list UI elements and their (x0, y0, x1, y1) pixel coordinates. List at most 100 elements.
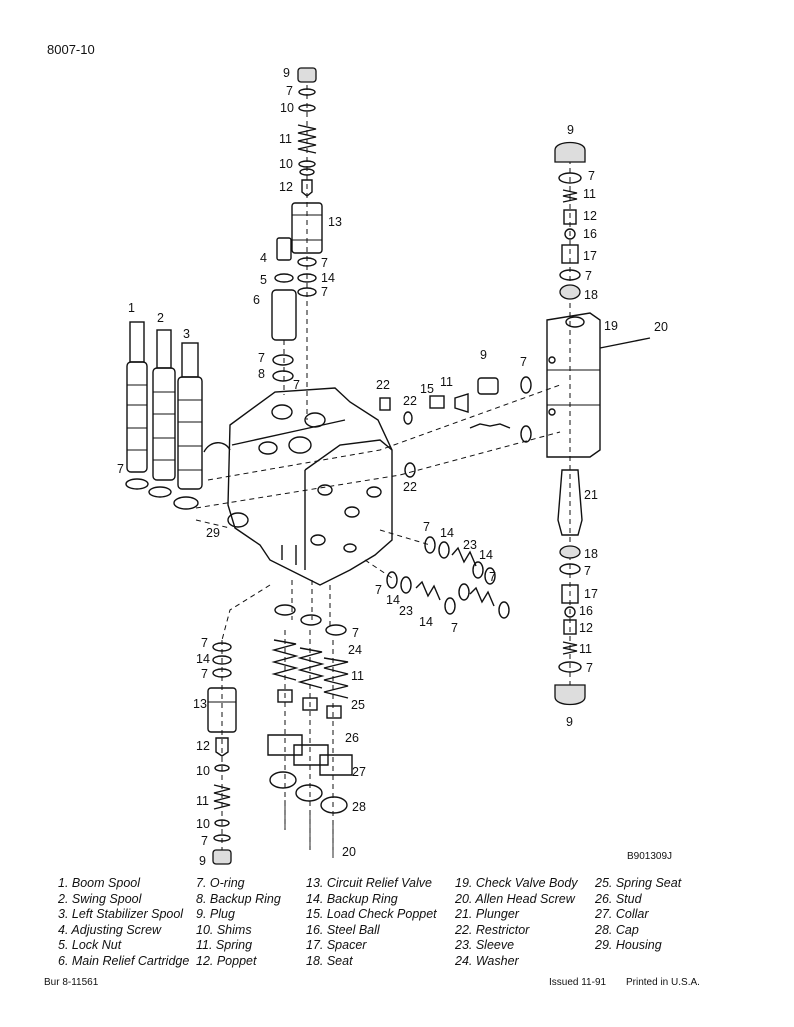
legend-column-5: 25. Spring Seat 26. Stud 27. Collar 28. … (595, 876, 681, 954)
callout: 14 (321, 271, 335, 285)
callout: 7 (321, 285, 328, 299)
legend-item: 12. Poppet (196, 953, 257, 968)
legend-item: 2. Swing Spool (58, 891, 142, 906)
issue-date: Issued 11-91 (549, 977, 607, 988)
callout: 9 (567, 123, 574, 137)
callout: 7 (584, 564, 591, 578)
callout: 16 (579, 604, 593, 618)
callout: 29 (206, 526, 220, 540)
callout: 22 (403, 480, 417, 494)
callout: 22 (376, 378, 390, 392)
callout: 14 (196, 652, 210, 666)
callout: 20 (654, 320, 668, 334)
legend-item: 1. Boom Spool (58, 876, 140, 890)
callout: 19 (604, 319, 618, 333)
parts-legend: 1. Boom Spool 2. Swing Spool 3. Left Sta… (58, 876, 738, 972)
page-code: 8007-10 (47, 42, 95, 57)
legend-item: 27. Collar (595, 907, 649, 922)
legend-item: 5. Lock Nut (58, 938, 122, 953)
callout: 14 (419, 615, 433, 629)
callout: 2 (157, 311, 164, 325)
callout: 12 (279, 180, 293, 194)
legend-item: 13. Circuit Relief Valve (306, 876, 432, 890)
callout: 10 (280, 101, 294, 115)
callout: 3 (183, 327, 190, 341)
callout: 10 (279, 157, 293, 171)
circuit-relief-parts-drawing (386, 536, 510, 619)
callout: 18 (584, 288, 598, 302)
callout: 1 (128, 301, 135, 315)
callout: 23 (463, 538, 477, 552)
callout: 20 (342, 845, 356, 859)
callout: 7 (423, 520, 430, 534)
callout: 9 (283, 66, 290, 80)
callout: 6 (253, 293, 260, 307)
bur-number: Bur 8-11561 (44, 977, 99, 988)
spool-1-drawing (126, 321, 148, 473)
bottom-relief-stacks-drawing (267, 604, 353, 858)
callout: 13 (193, 697, 207, 711)
legend-item: 6. Main Relief Cartridge (58, 953, 190, 968)
callout: 23 (399, 604, 413, 618)
callout: 12 (583, 209, 597, 223)
callout: 11 (279, 132, 292, 146)
legend-item: 4. Adjusting Screw (58, 922, 162, 937)
check-valve-body-drawing (546, 312, 651, 458)
legend-item: 29. Housing (595, 938, 662, 953)
legend-column-1: 1. Boom Spool 2. Swing Spool 3. Left Sta… (58, 876, 189, 970)
callout: 25 (351, 698, 365, 712)
legend-item: 16. Steel Ball (306, 922, 380, 937)
callout: 7 (201, 636, 208, 650)
callout: 14 (386, 593, 400, 607)
callout: 7 (201, 834, 208, 848)
callout: 16 (583, 227, 597, 241)
legend-item: 23. Sleeve (455, 938, 515, 953)
callout: 28 (352, 800, 366, 814)
callout: 15 (420, 382, 434, 396)
callout: 13 (328, 215, 342, 229)
callout: 7 (321, 256, 328, 270)
callout: 4 (260, 251, 267, 265)
callout: 14 (440, 526, 454, 540)
spool-2-drawing (152, 329, 176, 481)
callout: 7 (489, 570, 496, 584)
callout: 7 (588, 169, 595, 183)
callout: 7 (586, 661, 593, 675)
callout: 7 (451, 621, 458, 635)
callout: 12 (579, 621, 593, 635)
figure-reference-code: B901309J (627, 851, 673, 862)
callout: 5 (260, 273, 267, 287)
legend-item: 10. Shims (196, 922, 252, 937)
callout: 26 (345, 731, 359, 745)
callout: 7 (293, 378, 300, 392)
callout: 22 (403, 394, 417, 408)
callout-labels: 9 7 10 11 10 12 13 4 5 6 7 14 7 1 2 3 7 … (117, 66, 668, 868)
legend-item: 22. Restrictor (455, 922, 530, 937)
legend-item: 25. Spring Seat (595, 876, 682, 890)
callout: 11 (351, 669, 364, 683)
spool-3-drawing (177, 342, 203, 490)
callout: 24 (348, 643, 362, 657)
callout: 10 (196, 764, 210, 778)
legend-item: 18. Seat (306, 953, 353, 968)
legend-column-4: 19. Check Valve Body 20. Allen Head Scre… (455, 876, 578, 970)
callout: 7 (286, 84, 293, 98)
callout: 7 (117, 462, 124, 476)
right-upper-stack-drawing (554, 141, 586, 300)
legend-column-2: 7. O-ring 8. Backup Ring 9. Plug 10. Shi… (196, 876, 281, 970)
legend-item: 14. Backup Ring (306, 891, 398, 906)
legend-item: 15. Load Check Poppet (306, 907, 437, 922)
callout: 7 (258, 351, 265, 365)
legend-item: 24. Washer (455, 953, 519, 968)
check-poppet-parts-drawing (379, 376, 532, 478)
callout: 11 (440, 375, 453, 389)
legend-column-3: 13. Circuit Relief Valve 14. Backup Ring… (306, 876, 437, 970)
callout: 21 (584, 488, 598, 502)
callout: 10 (196, 817, 210, 831)
plunger-drawing (557, 469, 583, 536)
callout: 7 (585, 269, 592, 283)
callout: 9 (480, 348, 487, 362)
callout: 12 (196, 739, 210, 753)
callout: 17 (583, 249, 597, 263)
